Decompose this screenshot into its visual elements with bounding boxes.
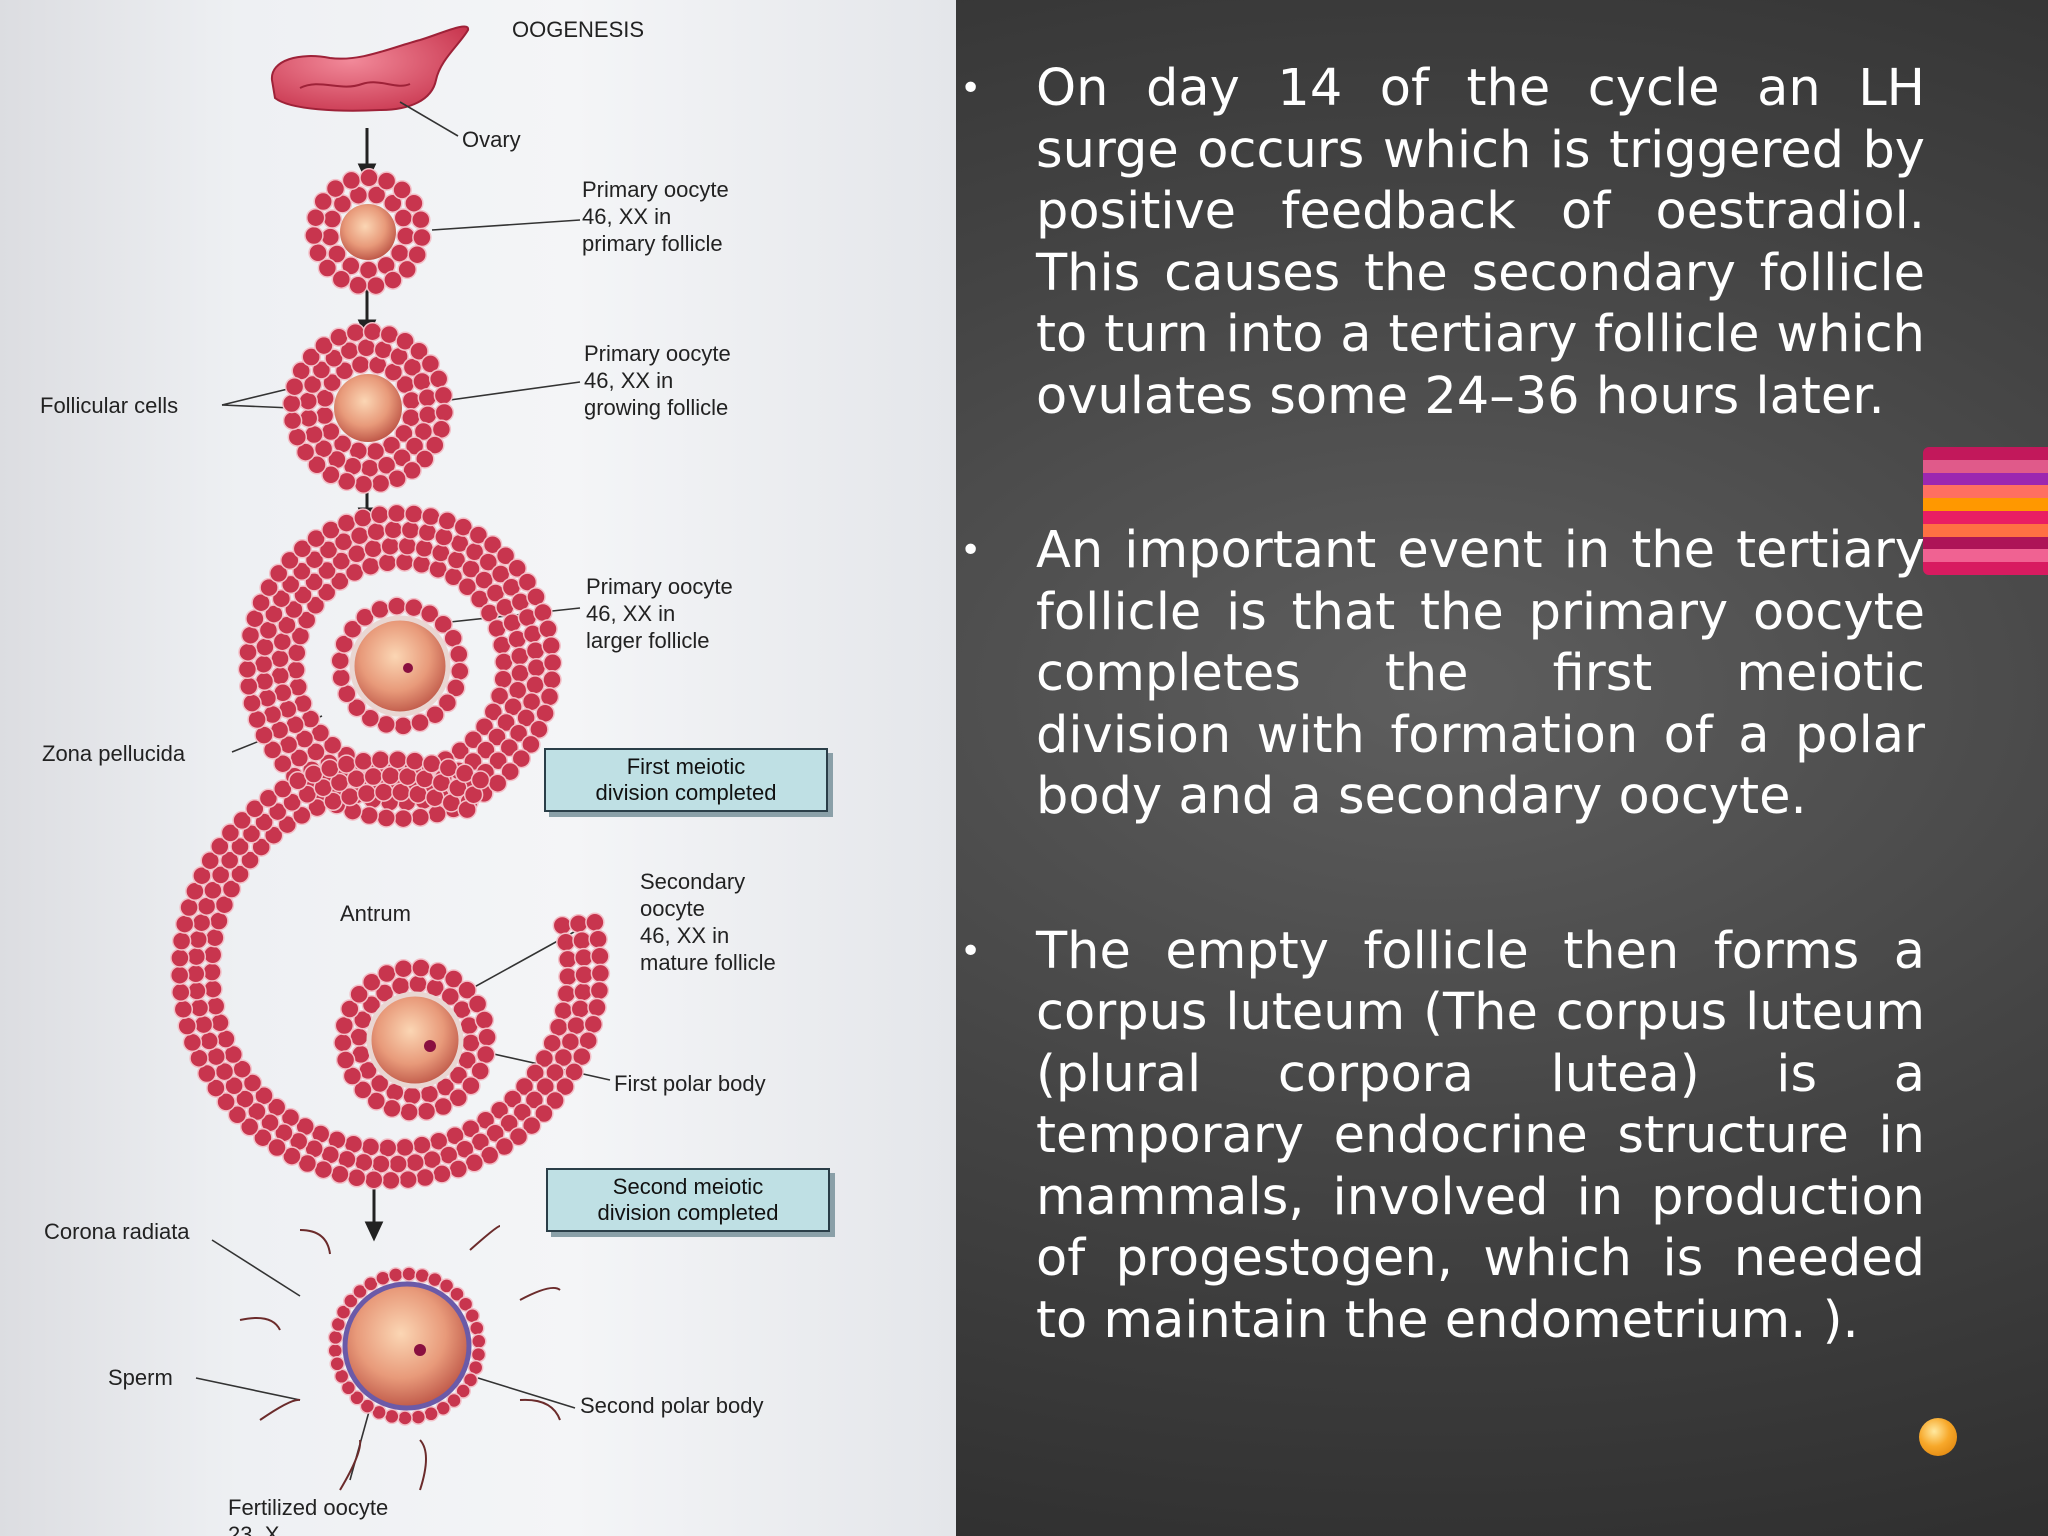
second-meiotic-division-box: Second meiotic division completed — [546, 1168, 830, 1232]
oogenesis-diagram — [169, 25, 611, 1491]
label-mature-follicle: Secondary oocyte 46, XX in mature follic… — [640, 869, 776, 975]
bullet-item: • On day 14 of the cycle an LH surge occu… — [960, 58, 1925, 427]
label-larger-follicle: Primary oocyte 46, XX in larger follicle — [586, 574, 733, 653]
bullet-marker: • — [960, 68, 982, 109]
bullet-text: The empty follicle then forms a corpus l… — [1036, 921, 1925, 1350]
label-follicular-cells: Follicular cells — [40, 393, 179, 418]
label-zona-pellucida: Zona pellucida — [42, 741, 186, 766]
label-antrum: Antrum — [340, 901, 411, 926]
label-first-polar-body: First polar body — [614, 1071, 766, 1096]
bullet-item: • The empty follicle then forms a corpus … — [960, 921, 1925, 1352]
oocytes — [334, 204, 472, 1411]
label-growing-follicle: Primary oocyte 46, XX in growing follicl… — [584, 341, 731, 420]
follicle-cells — [169, 168, 611, 1426]
bullet-list: • On day 14 of the cycle an LH surge occu… — [960, 58, 1925, 1444]
bullet-text: An important event in the tertiary folli… — [1036, 521, 1925, 826]
label-ovary: Ovary — [462, 127, 521, 152]
bullet-text: On day 14 of the cycle an LH surge occur… — [1036, 59, 1925, 426]
label-second-polar-body: Second polar body — [580, 1393, 764, 1418]
bullet-marker: • — [960, 930, 982, 972]
decorative-stripes — [1923, 447, 2048, 575]
bullet-marker: • — [960, 530, 982, 571]
orange-orb-decoration — [1919, 1418, 1957, 1456]
ovary-illustration — [270, 25, 469, 112]
figure-title: OOGENESIS — [512, 17, 645, 42]
sperm-cells — [239, 1225, 561, 1491]
oogenesis-figure: OOGENESIS Ovary Primary oocyte 46, XX in… — [0, 0, 956, 1536]
label-sperm: Sperm — [108, 1365, 173, 1390]
label-corona-radiata: Corona radiata — [44, 1219, 190, 1244]
bullet-item: • An important event in the tertiary foll… — [960, 520, 1925, 828]
first-meiotic-division-box: First meiotic division completed — [544, 748, 828, 812]
label-fertilized-oocyte: Fertilized oocyte 23, X — [228, 1495, 389, 1536]
label-primary-follicle: Primary oocyte 46, XX in primary follicl… — [582, 177, 729, 256]
